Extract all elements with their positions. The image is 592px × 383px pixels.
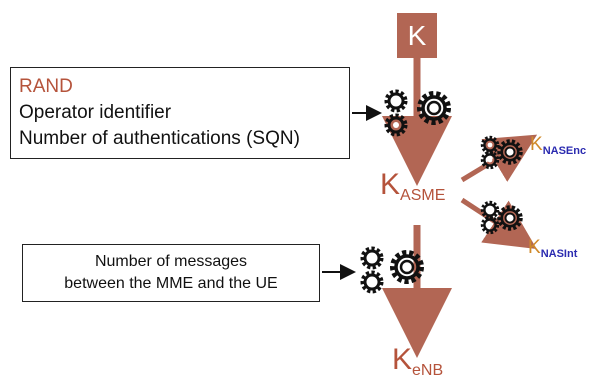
messages-label-1: Number of messages [94,253,248,270]
kenb-sub: eNB [412,362,444,379]
key-knasenc: KNASEnc [530,134,586,157]
auth-label: Number of authentications (SQN) [19,128,300,149]
inputs-bottom-box: Number of messages between the MME and t… [22,244,320,302]
knasenc-sub: NASEnc [542,145,587,157]
kenb-letter: K [392,343,413,376]
gears-icon-bottom [363,249,381,267]
kasme-sub: ASME [400,187,446,204]
knasint-letter: K [528,237,541,258]
gears-icon-nasenc [483,138,497,152]
rand-label: RAND [19,76,73,97]
key-kasme: KASME [380,168,445,205]
messages-label-2: between the MME and the UE [64,275,278,292]
gears-icon-top [387,92,405,110]
key-k-box: K [397,13,437,58]
knasenc-letter: K [530,134,543,155]
gears-icon-nasint [483,203,497,217]
key-knasint: KNASInt [528,237,577,260]
kasme-letter: K [380,168,401,201]
key-kenb: KeNB [392,343,443,380]
knasint-sub: NASInt [540,248,578,260]
operator-label: Operator identifier [19,102,172,123]
inputs-top-box: RAND Operator identifier Number of authe… [10,67,350,159]
